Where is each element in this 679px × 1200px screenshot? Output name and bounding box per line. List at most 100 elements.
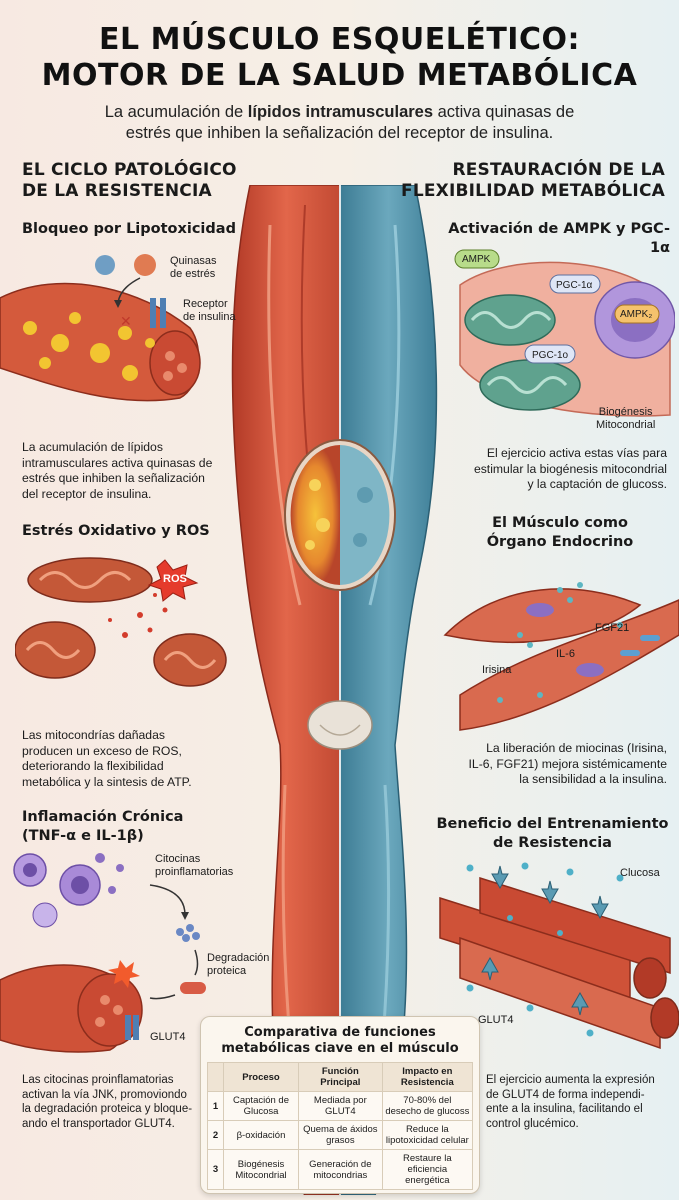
endocrine-text-2: IL-6, FGF21) mejora sistémicamente (468, 756, 667, 771)
training-text-2: de GLUT4 de forma independi- (486, 1088, 645, 1101)
training-title: Beneficio del Entrenamiento de Resistenc… (435, 815, 670, 853)
table-title-line1: Comparativa de funciones (244, 1025, 436, 1040)
inflammation-text-3: la degradación proteica y bloque- (22, 1103, 193, 1115)
inflammation-text-1: Las citocinas proinflamatorias (22, 1074, 174, 1086)
subtitle-pre: La acumulación de (104, 103, 248, 121)
inflammation-title-line2: (TNF-α e IL-1β) (22, 828, 144, 844)
kinases-label-line1: Quinasas (170, 255, 217, 267)
cytokines-label-line2: proinflamatorias (155, 866, 234, 878)
pgc1-label: PGC-1α (556, 280, 593, 291)
right-section-title: RESTAURACIÓN DE LA FLEXIBILIDAD METABÓLI… (400, 160, 665, 202)
training-title-line2: de Resistencia (493, 835, 612, 851)
table-title: Comparativa de funciones metabólicas cia… (207, 1025, 473, 1057)
table-title-line2: metabólicas ciave en el músculo (221, 1041, 459, 1056)
endocrine-text: La liberación de miocinas (Irisina, IL-6… (455, 741, 667, 788)
table-row: 2 β-oxidación Quema de áxidos grasos Red… (207, 1120, 474, 1150)
inflammation-title-line1: Inflamación Crónica (22, 809, 184, 825)
table-row: 3 Biogénesis Mitocondrial Generación de … (207, 1149, 474, 1190)
degradation-label-line2: proteica (207, 965, 247, 977)
table-cell: 3 (207, 1149, 224, 1190)
mitochondrial-biogenesis-illustration (450, 245, 675, 420)
endocrine-text-1: La liberación de miocinas (Irisina, (486, 741, 667, 755)
left-section-title: EL CICLO PATOLÓGICO DE LA RESISTENCIA (22, 160, 237, 202)
table-header-cell: Función Principal (297, 1062, 383, 1092)
ros-title: Estrés Oxidativo y ROS (22, 523, 210, 539)
inflammation-text-4: ando el transportador GLUT4. (22, 1117, 175, 1130)
inflammation-text: Las citocinas proinflamatorias activan l… (22, 1073, 192, 1131)
training-text-4: control glucémico. (486, 1117, 579, 1130)
ros-text-1: Las mitocondrías dañadas (22, 728, 165, 742)
lipotoxicity-text-2: intramusculares activa quinasas de (22, 455, 213, 470)
receptor-label-line1: Receptor (183, 298, 228, 310)
header: EL MÚSCULO ESQUELÉTICO: MOTOR DE LA SALU… (0, 22, 679, 144)
left-section-title-line2: DE LA RESISTENCIA (22, 181, 212, 201)
biogenesis-label-line1: Biogénesis (598, 406, 653, 418)
glut4-fibers-illustration (430, 858, 679, 1058)
lipotoxicity-title: Bloqueo por Lipotoxicidad (22, 221, 236, 237)
table-cell: 2 (207, 1120, 224, 1150)
subtitle: La acumulación de lípidos intramusculare… (0, 102, 679, 144)
subtitle-line2: estrés que inhiben la señalización del r… (125, 124, 554, 142)
table-cell: Mediada por GLUT4 (297, 1091, 383, 1121)
subtitle-post: activa quinasas de (433, 103, 575, 121)
biogenesis-label-line2: Mitocondrial (596, 419, 656, 431)
table-cell: Quema de áxidos grasos (297, 1120, 383, 1150)
table-row: 1 Captación de Glucosa Mediada por GLUT4… (207, 1091, 474, 1121)
table-cell: Captación de Glucosa (223, 1091, 299, 1121)
ampk-text-3: y la captación de glucoss. (527, 477, 667, 491)
damaged-mitochondria-illustration (15, 555, 230, 705)
glucose-label: Clucosa (620, 867, 660, 879)
pgc2-label: PGC-1o (532, 350, 569, 361)
table-cell: Restaure la eficiencia energética (381, 1149, 474, 1190)
glut4-label-right: GLUT4 (478, 1014, 514, 1026)
inflammation-title: Inflamación Crónica (TNF-α e IL-1β) (22, 808, 183, 846)
lipotoxicity-illustration: ✕ (0, 248, 215, 418)
comparison-table: Proceso Función Principal Impacto en Res… (207, 1062, 474, 1190)
lipotoxicity-text-4: del receptor de insulina. (22, 486, 152, 501)
il6-label: IL-6 (556, 648, 575, 660)
endocrine-title-line2: Órgano Endocrino (486, 534, 634, 550)
ampk-label: AMPK (462, 254, 491, 265)
myokines-illustration (440, 560, 679, 735)
subtitle-bold: lípidos intramusculares (247, 103, 434, 121)
receptor-label: Receptor de insulina (183, 298, 236, 324)
endocrine-title-line1: El Músculo como (492, 515, 628, 531)
table-cell: 70-80% del desecho de glucoss (381, 1091, 474, 1121)
table-cell: 1 (207, 1091, 224, 1121)
right-section-title-line1: RESTAURACIÓN DE LA (452, 160, 665, 180)
right-section-title-line2: FLEXIBILIDAD METABÓLICA (401, 181, 665, 201)
table-header-cell (207, 1062, 224, 1092)
ampk-text: El ejercicio activa estas vías para esti… (455, 446, 667, 493)
comparison-table-card: Comparativa de funciones metabólicas cia… (200, 1016, 480, 1194)
fgf21-label: FGF21 (595, 622, 630, 634)
endocrine-text-3: la sensibilidad a la insulina. (519, 772, 667, 786)
lipotoxicity-text-1: La acumulación de lípidos (22, 440, 163, 454)
receptor-label-line2: de insulina (183, 311, 236, 323)
table-cell: Generación de mitocondrias (297, 1149, 383, 1190)
degradation-label-line1: Degradación (207, 952, 270, 964)
endocrine-title: El Músculo como Órgano Endocrino (460, 514, 660, 552)
ros-label: ROS (163, 573, 187, 585)
ampk-text-2: estimular la biogénesis mitocondrial (473, 461, 667, 476)
lipotoxicity-text-3: estrés que inhiben la señalización (22, 471, 205, 485)
table-cell: β-oxidación (223, 1120, 299, 1150)
training-text-3: ente a la insulina, facilitando el (486, 1103, 643, 1115)
training-title-line1: Beneficio del Entrenamiento (436, 816, 669, 832)
ros-text-3: deteriorando la flexibilidad (22, 759, 164, 773)
leg-muscle-illustration (225, 185, 450, 1195)
ampk-title: Activación de AMPK y PGC-1α (448, 221, 670, 256)
table-cell: Reduce la lipotoxicidad celular (381, 1120, 474, 1150)
main-title-line2: MOTOR DE LA SALUD METABÓLICA (41, 58, 638, 93)
ampk2-label: AMPK₂ (620, 309, 653, 320)
table-header-cell: Proceso (223, 1062, 299, 1092)
main-title-line1: EL MÚSCULO ESQUELÉTICO: (99, 22, 580, 57)
ros-text-2: producen un exceso de ROS, (22, 743, 182, 758)
irisina-label: Irisina (482, 664, 512, 676)
table-header-cell: Impacto en Resistencia (381, 1062, 474, 1092)
inflammation-text-2: activan la vía JNK, promoviondo (22, 1088, 187, 1101)
glut4-label-left: GLUT4 (150, 1031, 186, 1043)
cytokines-label-line1: Citocinas (155, 853, 201, 865)
ros-text: Las mitocondrías dañadas producen un exc… (22, 728, 192, 790)
table-cell: Biogénesis Mitocondrial (223, 1149, 299, 1190)
